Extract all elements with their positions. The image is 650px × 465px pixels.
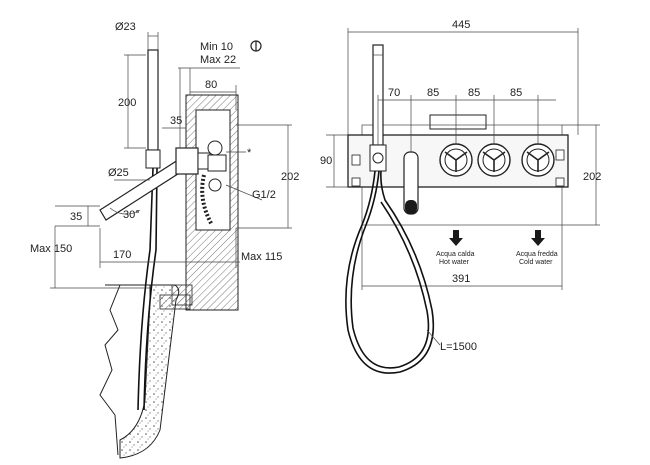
flex-pipe <box>200 174 214 226</box>
label-445: 445 <box>452 19 470 31</box>
valve-bottom <box>208 178 222 192</box>
valve-body <box>207 154 227 172</box>
label-d23: Ø23 <box>115 21 136 33</box>
label-35-left: 35 <box>70 211 82 223</box>
label-max150: Max 150 <box>30 243 72 255</box>
label-170: 170 <box>113 249 131 261</box>
label-35-top: 35 <box>170 115 182 127</box>
label-85-a: 85 <box>427 87 439 99</box>
valve-top <box>207 140 223 156</box>
handle-2 <box>477 143 511 177</box>
handle-3 <box>521 143 555 177</box>
label-80: 80 <box>205 79 217 91</box>
label-90: 90 <box>320 155 332 167</box>
label-hot-it: Acqua calda <box>436 251 475 258</box>
label-star: * <box>247 147 252 159</box>
label-cold-en: Cold water <box>519 259 553 266</box>
label-max115: Max 115 <box>241 251 282 263</box>
label-d25: Ø25 <box>108 167 129 179</box>
front-hose <box>345 170 435 374</box>
label-391: 391 <box>452 273 470 285</box>
label-g12: G1/2 <box>252 189 276 201</box>
cold-water-arrow-icon <box>531 230 545 246</box>
label-hot-en: Hot water <box>439 259 470 266</box>
spout-outlet <box>405 200 417 214</box>
label-202-front: 202 <box>583 171 601 183</box>
hot-water-arrow-icon <box>449 230 463 246</box>
handshower <box>147 49 159 151</box>
label-angle: 30° <box>123 209 140 221</box>
label-85-c: 85 <box>510 87 522 99</box>
side-view: Ø23 Min 10 Max 22 80 200 35 * Ø25 30° <box>30 21 299 459</box>
top-tab <box>429 114 487 130</box>
mixer-connector <box>175 147 199 175</box>
label-202-side: 202 <box>281 171 299 183</box>
label-85-b: 85 <box>468 87 480 99</box>
bathtub-break-line <box>99 284 121 456</box>
label-max22: Max 22 <box>200 54 236 66</box>
front-view: 445 <box>320 19 601 374</box>
label-cold-it: Acqua fredda <box>516 251 558 258</box>
bathtub-rim <box>119 284 180 459</box>
handle-1 <box>439 143 473 177</box>
label-200: 200 <box>118 97 136 109</box>
handshower-hose <box>137 167 154 411</box>
label-70: 70 <box>388 87 400 99</box>
label-min10: Min 10 <box>200 41 233 53</box>
handshower-holder <box>145 149 161 169</box>
label-hose-length: L=1500 <box>440 341 477 353</box>
